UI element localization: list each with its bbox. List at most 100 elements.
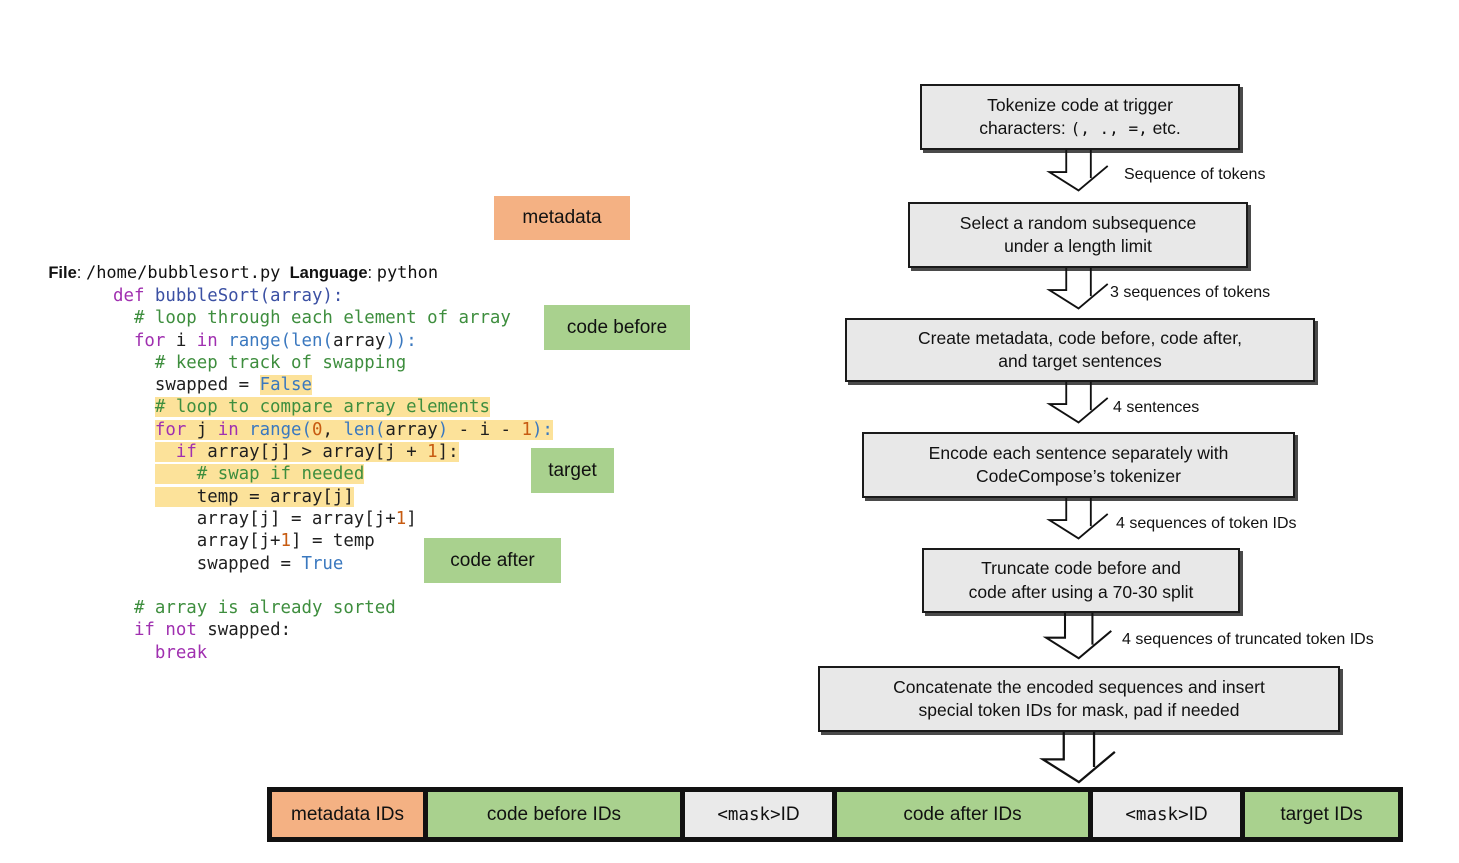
- code-token: array: [332, 330, 386, 351]
- code-token: i: [165, 330, 197, 351]
- flow-box-encode: Encode each sentence separately with Cod…: [862, 432, 1295, 498]
- bar-segment-code-after-ids-label: code after IDs: [903, 803, 1022, 825]
- code-token: j: [186, 419, 218, 440]
- code-token: break: [154, 642, 208, 663]
- code-token: [113, 331, 134, 351]
- flow-box-encode-line2: CodeCompose’s tokenizer: [976, 466, 1181, 486]
- flow-box-encode-line1: Encode each sentence separately with: [928, 442, 1229, 463]
- code-token: [113, 620, 134, 640]
- code-line: # swap if needed: [113, 463, 553, 485]
- code-token: swapped:: [196, 620, 292, 641]
- code-token: 1: [521, 419, 532, 440]
- mask-token: <mask>: [1125, 804, 1189, 825]
- code-token: [154, 464, 197, 485]
- code-token: [155, 620, 165, 640]
- code-token: # array is already sorted: [133, 598, 396, 619]
- flow-box-truncate: Truncate code before and code after usin…: [922, 548, 1240, 613]
- flow-box-select-subsequence: Select a random subsequence under a leng…: [908, 202, 1248, 268]
- flow-box-select-line1: Select a random subsequence: [959, 212, 1197, 233]
- code-token: # loop through each element of array: [133, 308, 511, 329]
- mask-token: <mask>: [717, 804, 781, 825]
- language-label: Language: [289, 264, 368, 282]
- code-token: [113, 420, 155, 440]
- code-after-label-box: code after: [424, 538, 561, 583]
- code-token: range(: [249, 419, 312, 440]
- code-token: [113, 598, 134, 618]
- code-token: [113, 442, 155, 462]
- code-token: [154, 442, 176, 463]
- code-token: [113, 643, 155, 663]
- code-token: if: [133, 620, 155, 641]
- code-line: [113, 575, 553, 597]
- code-token: [113, 487, 155, 507]
- target-label: target: [548, 459, 597, 481]
- file-sep: :: [76, 264, 86, 282]
- code-token: ]: [406, 508, 417, 529]
- code-token: if: [175, 442, 197, 463]
- code-line: def bubbleSort(array):: [113, 285, 553, 307]
- file-label: File: [48, 264, 77, 282]
- flow-box-create-line1: Create metadata, code before, code after…: [918, 327, 1242, 348]
- code-line: swapped = False: [113, 374, 553, 396]
- code-token: [238, 419, 250, 440]
- code-token: [113, 397, 155, 417]
- flow-box-tokenize-line1: Tokenize code at trigger: [987, 94, 1173, 115]
- code-token: # loop to compare array elements: [154, 397, 490, 418]
- down-arrow-icon: [1039, 731, 1116, 784]
- arrow-label-3-sequences: 3 sequences of tokens: [1110, 284, 1271, 301]
- flow-box-concatenate: Concatenate the encoded sequences and in…: [818, 666, 1340, 732]
- bar-segment-code-before-ids-label: code before IDs: [486, 803, 622, 825]
- code-line: # loop through each element of array: [113, 307, 553, 329]
- flow-box-select-line2: under a length limit: [1004, 236, 1152, 256]
- arrow-label-4-truncated-token-ids: 4 sequences of truncated token IDs: [1122, 631, 1374, 648]
- language-value: python: [376, 263, 439, 283]
- metadata-label-box: metadata: [494, 196, 630, 240]
- bar-segment-code-before-ids: code before IDs: [428, 792, 680, 837]
- bar-segment-mask-id-1: <mask> ID: [685, 792, 832, 837]
- flow-box-tokenize-line2: characters: (, ., =, etc.: [979, 117, 1181, 140]
- code-line: if not swapped:: [113, 619, 553, 641]
- flow-box-create-sentences: Create metadata, code before, code after…: [845, 318, 1315, 382]
- code-token: ] = temp: [291, 531, 375, 552]
- code-line: # keep track of swapping: [113, 352, 553, 374]
- code-line: for j in range(0, len(array) - i - 1):: [113, 419, 553, 441]
- arrow-label-4-sentences: 4 sentences: [1113, 399, 1200, 416]
- code-token: temp = array[j]: [154, 486, 354, 507]
- down-arrow-icon: [1046, 381, 1109, 424]
- code-line: break: [113, 642, 553, 664]
- down-arrow-icon: [1046, 497, 1109, 540]
- code-token: 1: [427, 442, 438, 463]
- flow-box-concatenate-line1: Concatenate the encoded sequences and in…: [893, 676, 1265, 697]
- flow-box-truncate-line1: Truncate code before and: [981, 558, 1181, 579]
- code-before-label-box: code before: [544, 305, 690, 350]
- code-line: # array is already sorted: [113, 597, 553, 619]
- trigger-chars-mono: (, ., =,: [1070, 119, 1148, 138]
- code-token: bubbleSort(array):: [154, 286, 344, 306]
- code-token: for: [133, 330, 166, 351]
- code-token: False: [259, 375, 312, 396]
- code-line: if array[j] > array[j + 1]:: [113, 441, 553, 463]
- code-token: not: [165, 620, 197, 641]
- mask-id-suffix: ID: [780, 803, 800, 825]
- code-token: [113, 308, 134, 328]
- code-token: ,: [322, 419, 344, 440]
- code-token: [113, 464, 155, 484]
- bar-segment-code-after-ids: code after IDs: [837, 792, 1088, 837]
- code-token: )):: [385, 330, 417, 351]
- bar-segment-metadata-ids-label: metadata IDs: [291, 803, 404, 825]
- flow-box-truncate-line2: code after using a 70-30 split: [968, 581, 1194, 602]
- code-token: 1: [280, 531, 292, 552]
- down-arrow-icon: [1046, 149, 1109, 192]
- code-before-label: code before: [566, 316, 668, 338]
- code-token: ): [437, 419, 449, 440]
- code-token: ]:: [437, 442, 459, 463]
- code-token: [218, 331, 228, 351]
- flow-box-tokenize: Tokenize code at trigger characters: (, …: [920, 84, 1240, 150]
- code-line: for i in range(len(array)):: [113, 330, 553, 352]
- code-line: # loop to compare array elements: [113, 396, 553, 418]
- code-token: True: [301, 553, 344, 574]
- trigger-chars-suffix: etc.: [1147, 118, 1181, 138]
- code-token: len(: [343, 419, 386, 440]
- arrow-label-4-token-ids: 4 sequences of token IDs: [1116, 515, 1297, 532]
- code-token: array[j] > array[j +: [196, 442, 428, 463]
